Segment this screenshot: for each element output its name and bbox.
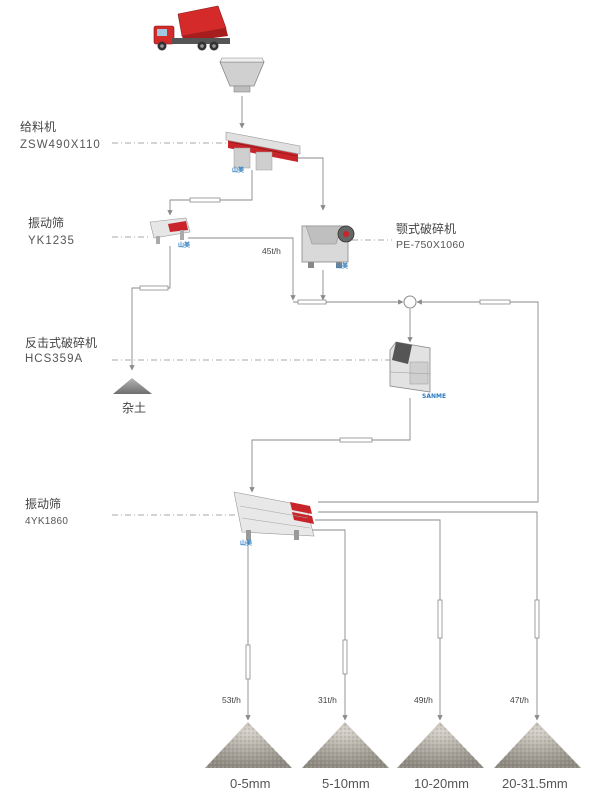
conveyor-7: [342, 639, 348, 675]
jaw-brand-mark: 山美: [336, 262, 349, 270]
conveyor-9: [534, 599, 540, 639]
screen2-brand-mark: 山美: [240, 539, 253, 547]
conveyor-1: [189, 197, 221, 203]
conveyor-belts: [139, 197, 540, 680]
leader-lines: [112, 142, 392, 516]
screen1-machine-icon: [149, 217, 191, 244]
pile-20-31: [494, 722, 581, 768]
pile-10-20: [397, 722, 484, 768]
screen2-machine-icon: [233, 491, 315, 540]
feeder-label: 给料机: [20, 120, 56, 134]
impact-model: HCS359A: [25, 353, 83, 365]
impact-brand-tag: SANME: [422, 393, 446, 400]
product-size-4: 20-31.5mm: [502, 776, 568, 791]
pile-0-5: [205, 722, 292, 768]
product-size-2: 5-10mm: [322, 776, 370, 791]
product-size-3: 10-20mm: [414, 776, 469, 791]
dump-truck-icon: [153, 5, 230, 51]
screen1-brand-mark: 山美: [178, 241, 191, 249]
conveyor-4: [479, 299, 511, 305]
junction-node: [403, 295, 417, 309]
rate-out1: 53t/h: [222, 695, 241, 705]
rate-out4: 47t/h: [510, 695, 529, 705]
feeder-brand-mark: 山美: [232, 166, 245, 174]
rate-jaw-in: 45t/h: [262, 246, 281, 256]
product-piles: [205, 722, 581, 768]
jaw-model: PE-750X1060: [396, 239, 465, 251]
feeder-machine-icon: [225, 131, 301, 171]
waste-pile-icon: [113, 378, 152, 394]
conveyor-3: [297, 299, 327, 305]
impact-crusher-icon: [389, 341, 431, 393]
jaw-label: 颚式破碎机: [396, 221, 456, 236]
rate-out3: 49t/h: [414, 695, 433, 705]
waste-label: 杂土: [122, 401, 146, 415]
conveyor-8: [437, 599, 443, 639]
screen2-model: 4YK1860: [25, 516, 68, 527]
product-size-1: 0-5mm: [230, 776, 270, 791]
jaw-crusher-icon: [301, 225, 355, 268]
conveyor-6: [245, 644, 251, 680]
screen1-label: 振动筛: [28, 215, 64, 230]
conveyor-5: [339, 437, 373, 443]
conveyor-2: [139, 285, 169, 291]
hopper-icon: [219, 57, 265, 93]
screen1-model: YK1235: [28, 235, 75, 247]
screen2-label: 振动筛: [25, 496, 61, 511]
impact-label: 反击式破碎机: [25, 335, 97, 350]
pile-5-10: [302, 722, 389, 768]
feeder-model: ZSW490X110: [20, 139, 101, 151]
flow-lines: [129, 96, 540, 721]
rate-out2: 31t/h: [318, 695, 337, 705]
